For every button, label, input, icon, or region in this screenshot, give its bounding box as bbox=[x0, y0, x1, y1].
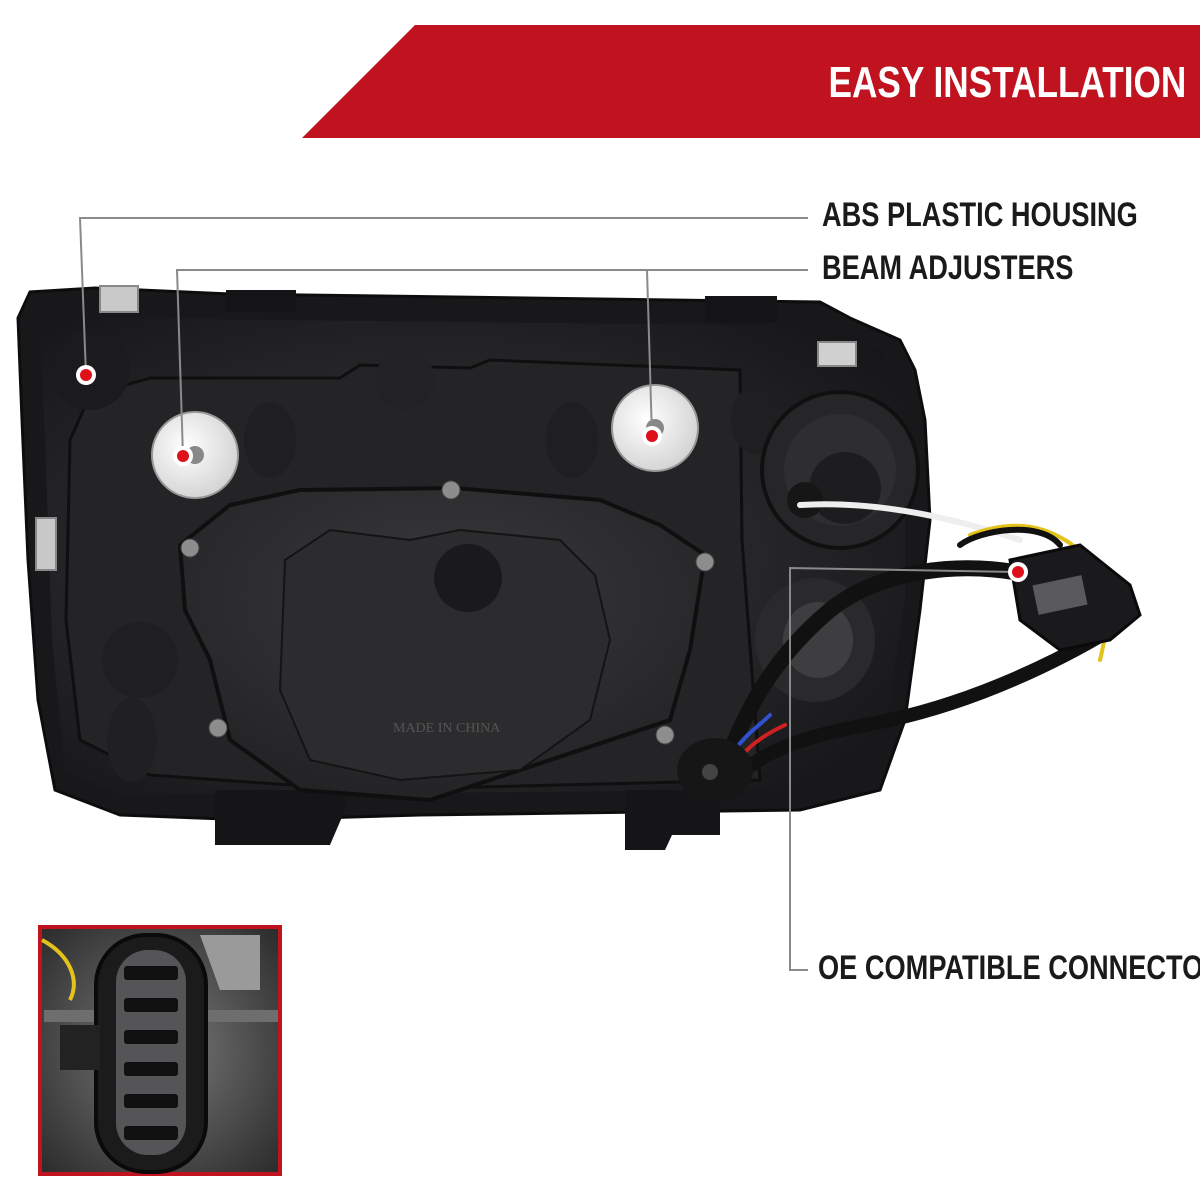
connector-inset bbox=[38, 925, 282, 1176]
mount-foot bbox=[215, 790, 345, 845]
mount-foot bbox=[625, 790, 720, 850]
callout-connector: OE COMPATIBLE CONNECTOR bbox=[818, 949, 1200, 987]
callout-housing: ABS PLASTIC HOUSING bbox=[822, 196, 1138, 234]
mount-tab bbox=[226, 290, 296, 312]
metal-clip bbox=[99, 285, 139, 313]
made-in-stamp: MADE IN CHINA bbox=[393, 721, 501, 736]
beam-adjuster-left bbox=[151, 411, 239, 499]
marker-dot bbox=[1012, 566, 1024, 578]
metal-clip bbox=[35, 517, 57, 571]
marker-dot bbox=[80, 369, 92, 381]
callout-markers bbox=[76, 365, 1028, 582]
callout-beam-adjusters: BEAM ADJUSTERS bbox=[822, 249, 1074, 287]
banner-shape bbox=[302, 25, 1200, 138]
headlight-housing: MADE IN CHINA bbox=[16, 285, 1142, 850]
banner-title: EASY INSTALLATION bbox=[828, 58, 1186, 107]
marker-dot bbox=[646, 430, 658, 442]
leader-lines bbox=[78, 217, 1019, 971]
marker-dot bbox=[177, 450, 189, 462]
metal-clip bbox=[817, 341, 857, 367]
connector-pins bbox=[124, 966, 178, 1140]
mount-tab bbox=[705, 296, 777, 322]
